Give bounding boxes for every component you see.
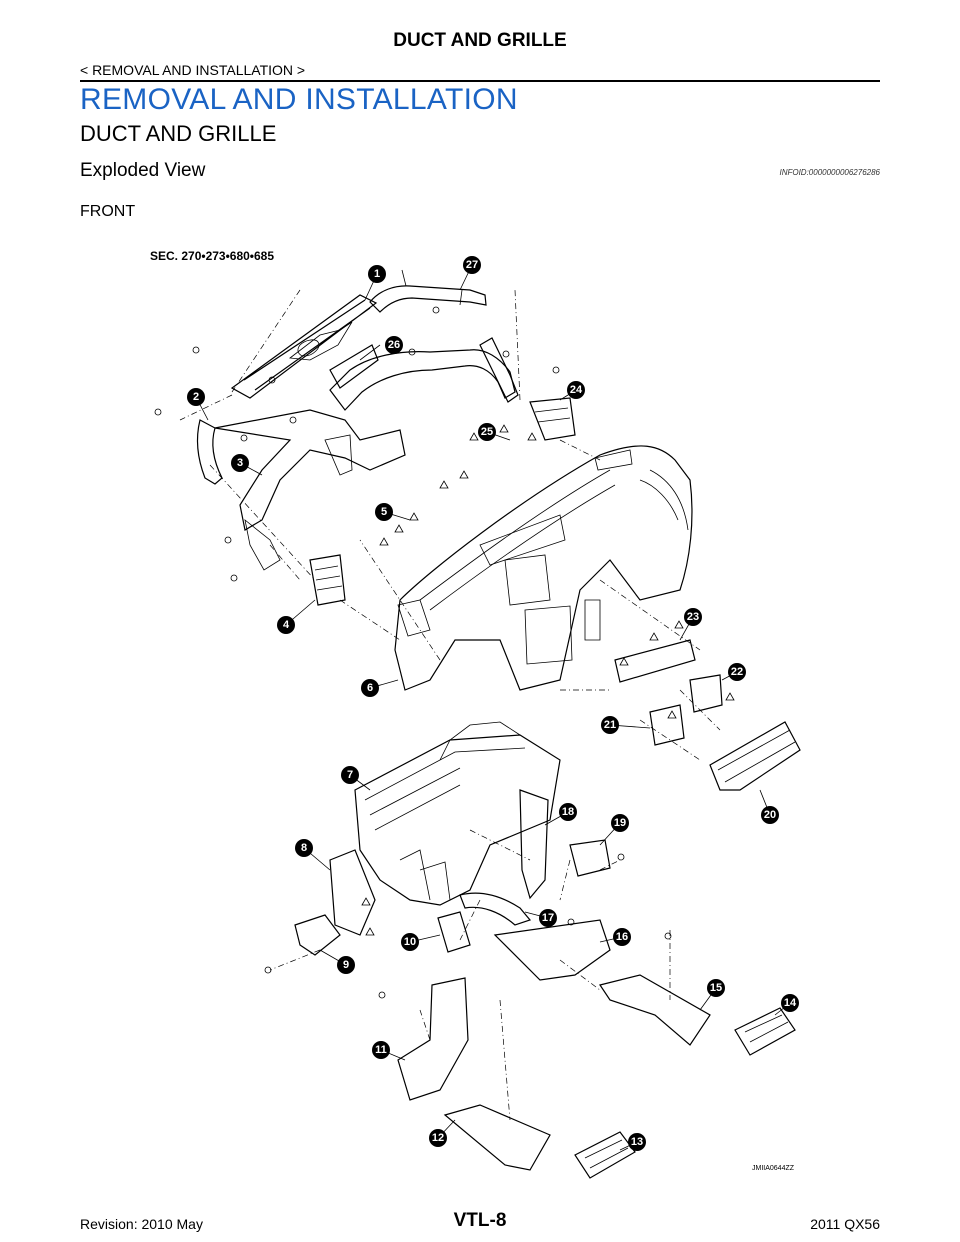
defroster-nozzle — [230, 294, 378, 399]
header-divider — [80, 80, 880, 82]
callout-23: 23 — [684, 608, 702, 626]
floor-duct-16 — [493, 919, 611, 981]
info-id: INFOID:0000000006276286 — [779, 168, 880, 177]
callout-label: 10 — [404, 936, 416, 948]
callout-22: 22 — [728, 663, 746, 681]
topic-title: Exploded View — [80, 160, 206, 181]
callout-label: 18 — [562, 806, 574, 818]
callout-20: 20 — [761, 806, 779, 824]
callout-label: 12 — [432, 1132, 444, 1144]
figure-code: JMIIA0644ZZ — [752, 1165, 795, 1172]
callout-label: 9 — [343, 959, 349, 971]
floor-grille-14 — [734, 1007, 796, 1056]
callout-label: 14 — [784, 997, 797, 1009]
callout-label: 24 — [570, 384, 583, 396]
breadcrumb[interactable]: < REMOVAL AND INSTALLATION > — [80, 62, 306, 78]
callout-label: 16 — [616, 931, 628, 943]
page-header-title: DUCT AND GRILLE — [393, 30, 567, 51]
heater-cooling-unit — [354, 734, 561, 906]
instrument-panel — [394, 445, 693, 691]
callout-27: 27 — [463, 256, 481, 274]
callout-13: 13 — [628, 1133, 646, 1151]
side-grille-24 — [529, 397, 576, 441]
callout-24: 24 — [567, 381, 585, 399]
callout-11: 11 — [372, 1041, 390, 1059]
callout-label: 19 — [614, 817, 626, 829]
side-ventilator-duct-3 — [214, 409, 406, 531]
callout-14: 14 — [781, 994, 799, 1012]
callout-label: 17 — [542, 912, 554, 924]
floor-duct-12 — [443, 1104, 551, 1171]
callout-label: 13 — [631, 1136, 643, 1148]
callout-5: 5 — [375, 503, 393, 521]
callout-9: 9 — [337, 956, 355, 974]
callout-4: 4 — [277, 616, 295, 634]
center-grille-22 — [689, 674, 723, 713]
side-demister-duct-27 — [369, 285, 487, 313]
callout-label: 23 — [687, 611, 699, 623]
duct-19 — [569, 839, 611, 877]
callout-15: 15 — [707, 979, 725, 997]
side-ventilator-duct-2 — [196, 419, 223, 485]
center-grille-23 — [614, 639, 696, 683]
callout-label: 22 — [731, 666, 743, 678]
floor-grille-13 — [574, 1131, 636, 1179]
side-grille-4 — [309, 554, 346, 606]
duct-18 — [519, 789, 549, 900]
floor-duct-15 — [599, 974, 711, 1046]
floor-duct-11 — [397, 977, 469, 1101]
center-grille-21 — [649, 704, 685, 746]
section-reference-label: SEC. 270•273•680•685 — [150, 249, 275, 263]
callout-label: 2 — [193, 391, 199, 403]
footer-page-number: VTL-8 — [453, 1210, 507, 1231]
callout-2: 2 — [187, 388, 205, 406]
callout-label: 20 — [764, 809, 776, 821]
callout-26: 26 — [385, 336, 403, 354]
callout-label: 26 — [388, 339, 400, 351]
callout-label: 1 — [374, 268, 380, 280]
callout-label: 6 — [367, 682, 373, 694]
cluster-lid-20 — [709, 721, 801, 791]
footer-model: 2011 QX56 — [810, 1216, 880, 1232]
callout-16: 16 — [613, 928, 631, 946]
duct-9 — [294, 914, 341, 956]
duct-17 — [459, 892, 532, 926]
callout-label: 15 — [710, 982, 722, 994]
callout-21: 21 — [601, 716, 619, 734]
callout-label: 27 — [466, 259, 478, 271]
callout-18: 18 — [559, 803, 577, 821]
callout-label: 4 — [283, 619, 290, 631]
section-title: REMOVAL AND INSTALLATION — [80, 83, 518, 116]
callout-8: 8 — [295, 839, 313, 857]
callout-25: 25 — [478, 423, 496, 441]
duct-10 — [437, 911, 471, 953]
screws — [154, 306, 672, 999]
callout-label: 7 — [347, 769, 353, 781]
callout-7: 7 — [341, 766, 359, 784]
callout-17: 17 — [539, 909, 557, 927]
callout-19: 19 — [611, 814, 629, 832]
footer-revision: Revision: 2010 May — [80, 1216, 203, 1232]
callout-label: 3 — [237, 457, 243, 469]
view-label: FRONT — [80, 203, 136, 220]
clips — [361, 424, 735, 936]
duct-8 — [329, 849, 376, 936]
callout-label: 21 — [604, 719, 616, 731]
callout-1: 1 — [368, 265, 386, 283]
callout-10: 10 — [401, 933, 419, 951]
callout-label: 25 — [481, 426, 493, 438]
callout-3: 3 — [231, 454, 249, 472]
callout-label: 11 — [375, 1044, 387, 1056]
callout-12: 12 — [429, 1129, 447, 1147]
callout-label: 8 — [301, 842, 307, 854]
callout-6: 6 — [361, 679, 379, 697]
subsection-title: DUCT AND GRILLE — [80, 121, 277, 146]
center-ventilator-duct — [329, 349, 516, 411]
callout-leaders — [195, 264, 791, 1151]
callout-label: 5 — [381, 506, 387, 518]
